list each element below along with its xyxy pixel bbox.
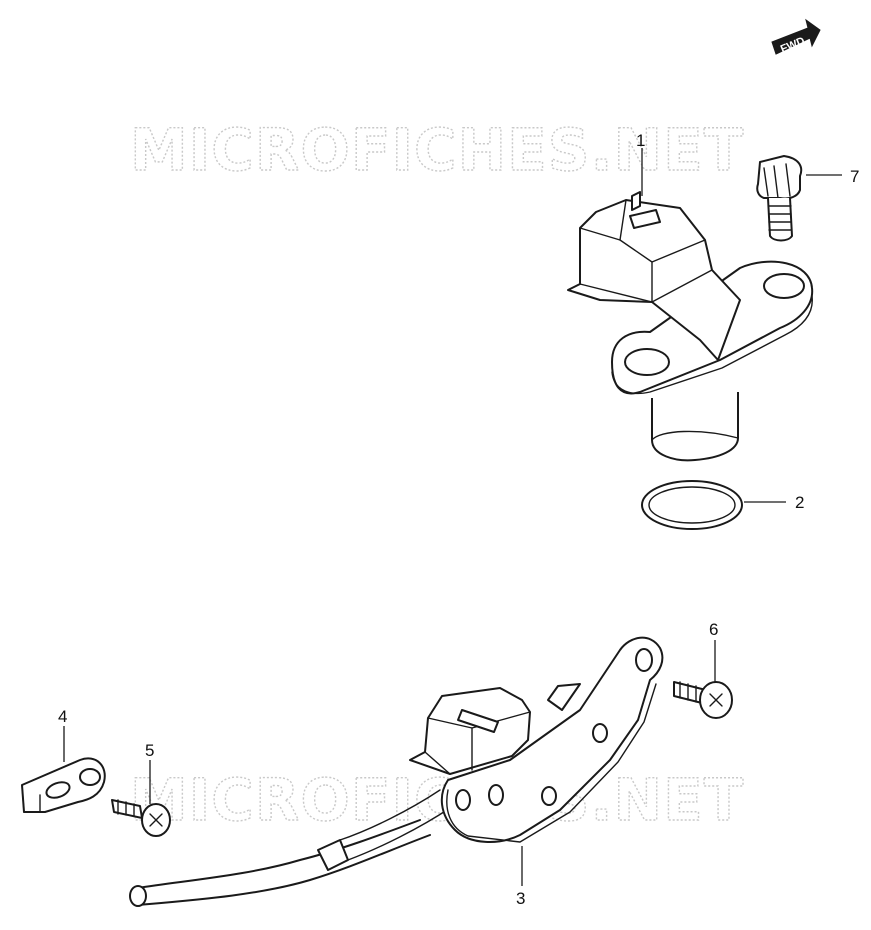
watermark-top: MICROFICHES.NET — [130, 116, 744, 184]
callout-2: 2 — [795, 493, 804, 512]
callout-5: 5 — [145, 741, 154, 760]
screw-part-6 — [673, 681, 733, 719]
clamp-part-4 — [21, 757, 106, 813]
watermark-bottom: MICROFICHES.NET — [130, 766, 744, 834]
sensor-bracket-part-3 — [129, 636, 664, 907]
sensor-part-1 — [567, 191, 814, 462]
callout-1: 1 — [636, 131, 645, 150]
callout-6: 6 — [709, 620, 718, 639]
screw-part-5 — [111, 799, 171, 837]
callout-3: 3 — [516, 889, 525, 908]
callout-7: 7 — [850, 167, 859, 186]
callout-4: 4 — [58, 707, 67, 726]
leader-lines — [63, 148, 842, 886]
o-ring-part-2 — [641, 480, 743, 530]
bolt-part-7 — [756, 155, 803, 242]
fwd-arrow-icon: FWD — [771, 18, 821, 56]
